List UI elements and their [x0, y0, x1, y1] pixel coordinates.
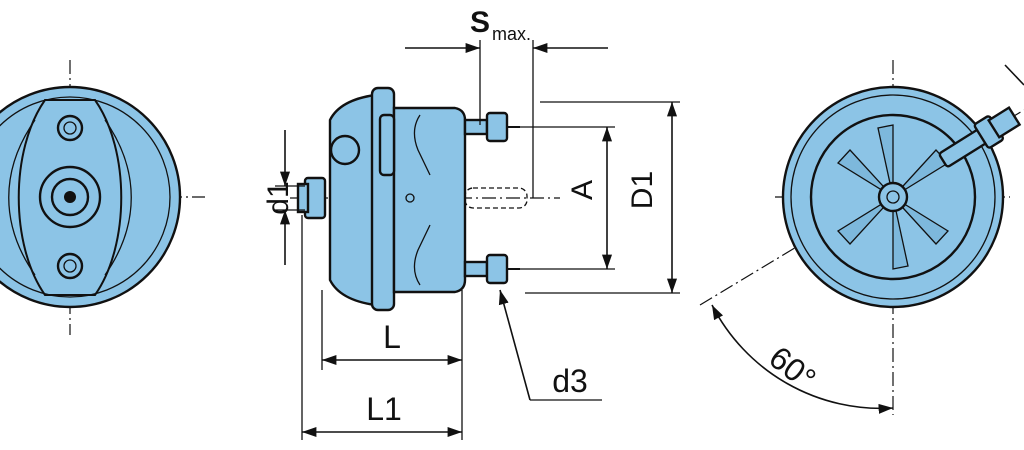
l1-dimension: L1	[301, 215, 463, 440]
front-view-left	[0, 60, 205, 335]
a-dimension: A	[515, 126, 615, 270]
l1-label: L1	[366, 391, 402, 427]
d1-outer-label: D1	[626, 171, 659, 209]
l-dimension: L	[321, 290, 463, 370]
stroke-label: S	[470, 6, 490, 39]
angle-label: 60°	[762, 339, 822, 397]
stroke-dimension: S max.	[405, 6, 608, 198]
stroke-subscript: max.	[492, 24, 531, 44]
d1-outer-dimension: D1	[525, 101, 680, 294]
side-view	[290, 86, 560, 312]
d3-label: d3	[552, 363, 588, 399]
a-label: A	[566, 180, 599, 200]
l-label: L	[383, 319, 401, 355]
angle-dimension: 60°	[711, 304, 894, 414]
d1-label: d1	[262, 181, 295, 214]
d1-dimension: d1	[262, 130, 305, 265]
d3-leader: d3	[498, 289, 602, 401]
rear-view-right	[699, 60, 1024, 415]
